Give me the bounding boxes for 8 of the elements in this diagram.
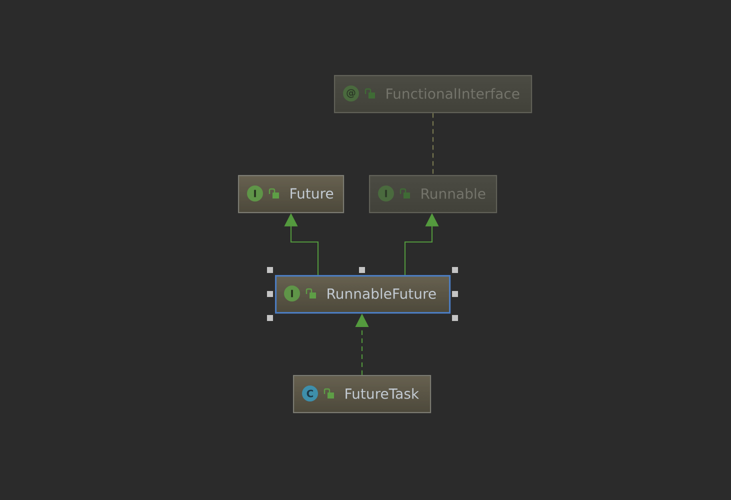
connector-line	[432, 113, 434, 175]
class-name: Future	[290, 188, 334, 199]
class-name: RunnableFuture	[328, 288, 436, 299]
class-name: FutureTask	[346, 388, 420, 399]
letter-badge: I	[247, 186, 263, 202]
letter-badge: C	[302, 386, 318, 402]
letter-badge: I	[284, 286, 300, 302]
letter-badge: @	[343, 86, 359, 102]
